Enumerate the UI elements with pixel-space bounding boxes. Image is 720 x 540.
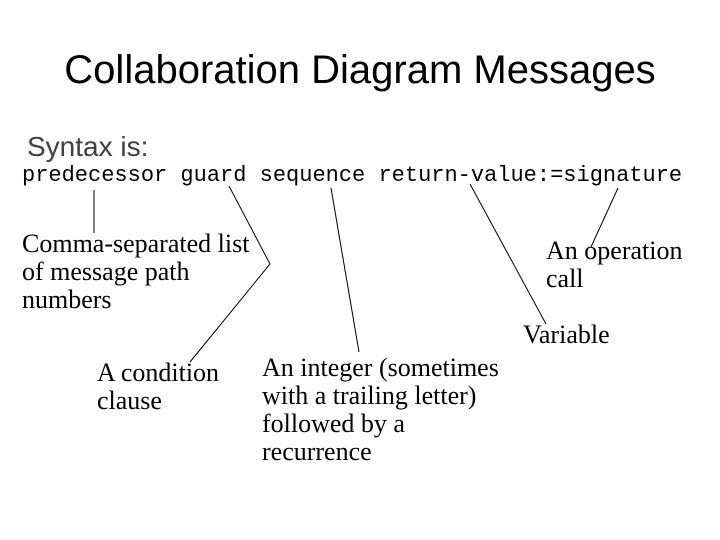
- syntax-line: predecessor guard sequence return-value:…: [22, 163, 683, 188]
- callout-label-sequence: An integer (sometimes with a trailing le…: [262, 353, 499, 466]
- slide-subtitle: Syntax is:: [27, 131, 149, 162]
- slide-title: Collaboration Diagram Messages: [64, 48, 656, 92]
- callout-label-guard: A condition clause: [97, 358, 220, 415]
- connector-line-sequence: [330, 187, 360, 353]
- callout-label-predecessor: Comma-separated list of message path num…: [22, 229, 250, 314]
- callout-label-return-value: Variable: [523, 320, 610, 349]
- connector-line-return-value: [469, 183, 547, 325]
- callout-label-signature: An operation call: [546, 236, 683, 293]
